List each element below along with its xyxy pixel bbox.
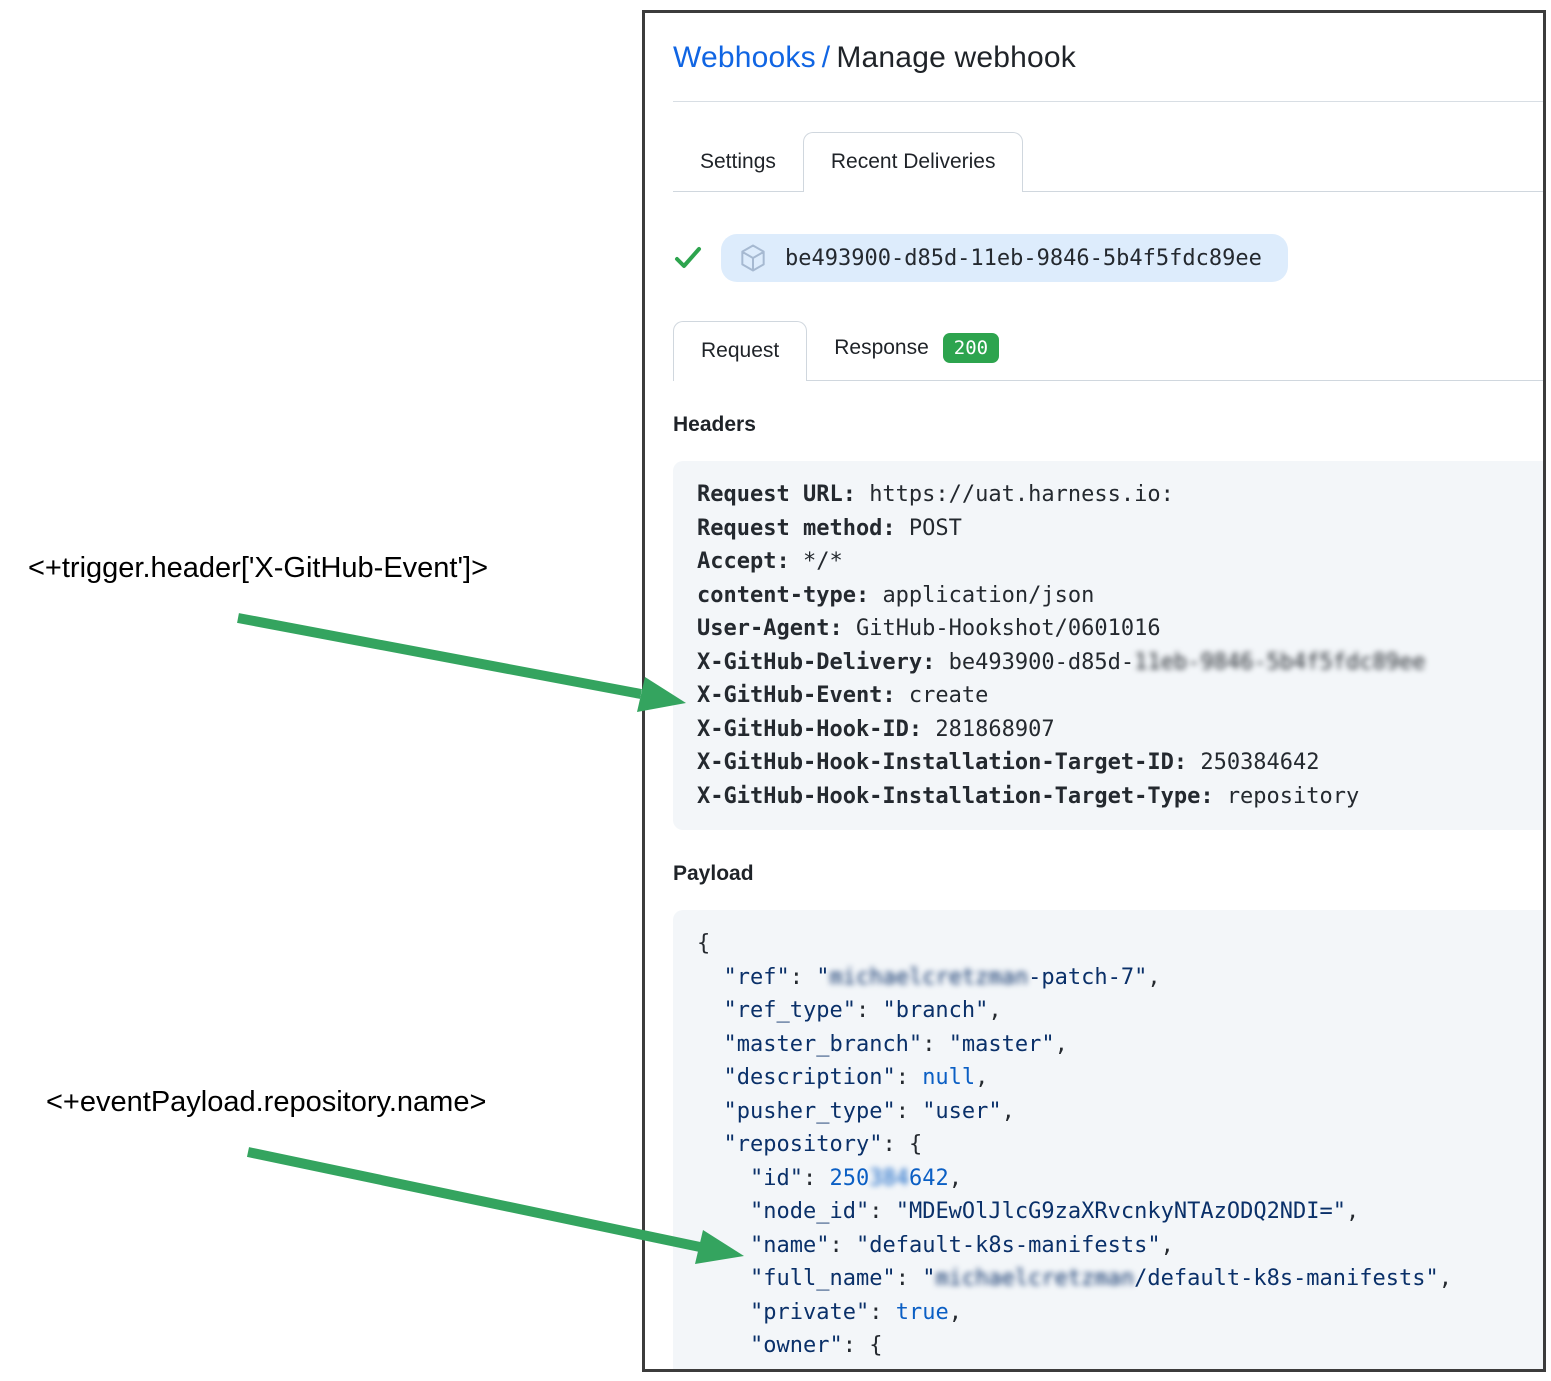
payload-line: "private": true, — [749, 1299, 962, 1325]
payload-code-box: { "ref": "michaelcretzman-patch-7", "ref… — [673, 910, 1543, 1369]
delivery-id: be493900-d85d-11eb-9846-5b4f5fdc89ee — [785, 245, 1262, 271]
tab-response-label: Response — [834, 336, 929, 359]
main-tabnav: Settings Recent Deliveries — [673, 132, 1543, 192]
redacted-text: michaelcretzman — [935, 1266, 1135, 1291]
delivery-row: be493900-d85d-11eb-9846-5b4f5fdc89ee — [673, 234, 1543, 282]
payload-line: "ref": "michaelcretzman-patch-7", — [723, 964, 1161, 990]
redacted-text: 384 — [869, 1165, 909, 1191]
request-response-tabnav: Request Response 200 — [673, 316, 1543, 381]
delivery-id-pill[interactable]: be493900-d85d-11eb-9846-5b4f5fdc89ee — [721, 234, 1288, 282]
payload-section-title: Payload — [673, 862, 754, 885]
tab-recent-deliveries[interactable]: Recent Deliveries — [802, 132, 1024, 192]
title-divider — [673, 101, 1543, 102]
header-line: X-GitHub-Event: create — [697, 683, 989, 708]
payload-line: "name": "default-k8s-manifests", — [749, 1232, 1174, 1258]
redacted-text: michaelcretzman — [829, 964, 1029, 990]
payload-line: "id": 250384642, — [749, 1165, 962, 1191]
header-line: X-GitHub-Hook-Installation-Target-Type: … — [697, 783, 1360, 809]
breadcrumb: Webhooks/Manage webhook — [673, 41, 1543, 75]
payload-line: "owner": { — [749, 1333, 883, 1358]
tab-response[interactable]: Response 200 — [807, 316, 1026, 380]
manage-webhook-panel: Webhooks/Manage webhook Settings Recent … — [642, 10, 1546, 1372]
response-status-badge: 200 — [942, 333, 1000, 363]
payload-line: "repository": { — [723, 1132, 923, 1157]
payload-line: "full_name": "michaelcretzman/default-k8… — [749, 1266, 1453, 1291]
annotation-trigger-header-expression: <+trigger.header['X-GitHub-Event']> — [28, 552, 489, 584]
headers-section-title: Headers — [673, 413, 756, 436]
tab-request[interactable]: Request — [673, 321, 808, 381]
payload-line: "description": null, — [723, 1065, 989, 1090]
redacted-text: 11eb-9846-5b4f5fdc89ee — [1134, 649, 1426, 675]
headers-code-box: Request URL: https://uat.harness.io: Requ… — [673, 461, 1543, 830]
header-line: Request URL: https://uat.harness.io: — [697, 482, 1174, 507]
header-line: Request method: POST — [697, 515, 962, 541]
payload-line: "master_branch": "master", — [723, 1031, 1068, 1057]
payload-line: "ref_type": "branch", — [723, 998, 1002, 1023]
payload-line: "node_id": "MDEwOlJlcG9zaXRvcnkyNTAzODQ2… — [749, 1199, 1360, 1224]
success-check-icon — [675, 247, 701, 268]
header-line: Accept: */* — [697, 549, 843, 574]
breadcrumb-webhooks-link[interactable]: Webhooks — [673, 41, 816, 74]
header-line: User-Agent: GitHub-Hookshot/0601016 — [697, 616, 1161, 641]
header-line: X-GitHub-Hook-ID: 281868907 — [697, 716, 1055, 742]
header-line: content-type: application/json — [697, 582, 1095, 608]
tab-settings[interactable]: Settings — [700, 150, 776, 173]
header-line: X-GitHub-Delivery: be493900-d85d-11eb-98… — [697, 649, 1426, 675]
payload-line: { — [697, 931, 711, 956]
annotation-event-payload-expression: <+eventPayload.repository.name> — [46, 1086, 487, 1118]
header-line: X-GitHub-Hook-Installation-Target-ID: 25… — [697, 750, 1320, 775]
page-title: Manage webhook — [836, 41, 1076, 74]
package-icon — [741, 244, 765, 272]
breadcrumb-separator: / — [821, 41, 831, 74]
payload-line: "pusher_type": "user", — [723, 1098, 1015, 1124]
arrow-to-x-github-event-icon — [237, 613, 686, 712]
